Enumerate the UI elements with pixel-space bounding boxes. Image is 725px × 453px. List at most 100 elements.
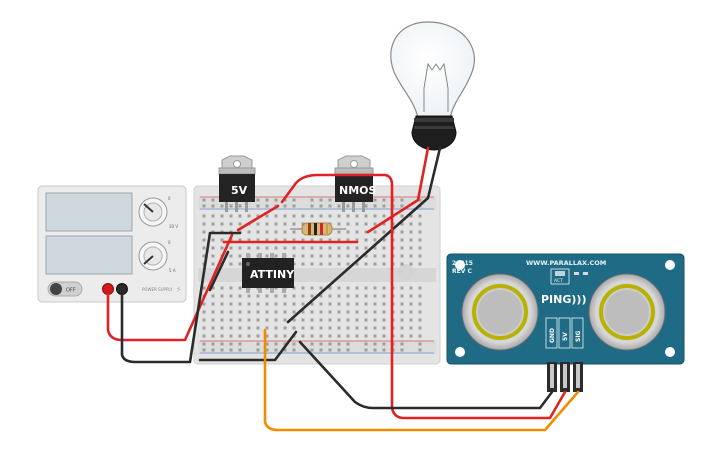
- breadboard-hole[interactable]: [283, 302, 287, 306]
- breadboard-hole[interactable]: [211, 318, 215, 322]
- breadboard-hole[interactable]: [355, 310, 359, 314]
- breadboard-hole[interactable]: [229, 262, 233, 266]
- breadboard-hole[interactable]: [202, 214, 206, 218]
- breadboard-hole[interactable]: [355, 334, 359, 338]
- breadboard-hole[interactable]: [337, 246, 341, 250]
- breadboard-hole[interactable]: [337, 238, 341, 242]
- breadboard-hole[interactable]: [364, 348, 368, 352]
- breadboard-hole[interactable]: [292, 198, 296, 202]
- breadboard-hole[interactable]: [337, 318, 341, 322]
- breadboard-hole[interactable]: [265, 294, 269, 298]
- breadboard-hole[interactable]: [373, 286, 377, 290]
- breadboard-hole[interactable]: [256, 310, 260, 314]
- breadboard-hole[interactable]: [373, 204, 377, 208]
- breadboard-hole[interactable]: [364, 262, 368, 266]
- breadboard-hole[interactable]: [364, 254, 368, 258]
- breadboard-hole[interactable]: [283, 342, 287, 346]
- breadboard-hole[interactable]: [211, 198, 215, 202]
- breadboard-hole[interactable]: [247, 302, 251, 306]
- breadboard-hole[interactable]: [256, 342, 260, 346]
- breadboard-hole[interactable]: [364, 286, 368, 290]
- breadboard-hole[interactable]: [292, 348, 296, 352]
- breadboard-hole[interactable]: [364, 326, 368, 330]
- breadboard-hole[interactable]: [220, 326, 224, 330]
- breadboard-hole[interactable]: [373, 230, 377, 234]
- breadboard-hole[interactable]: [355, 214, 359, 218]
- breadboard-hole[interactable]: [418, 198, 422, 202]
- breadboard-hole[interactable]: [310, 294, 314, 298]
- breadboard-hole[interactable]: [301, 238, 305, 242]
- breadboard-hole[interactable]: [229, 334, 233, 338]
- breadboard-hole[interactable]: [247, 214, 251, 218]
- breadboard-hole[interactable]: [418, 326, 422, 330]
- breadboard-hole[interactable]: [319, 246, 323, 250]
- breadboard-hole[interactable]: [328, 254, 332, 258]
- breadboard-hole[interactable]: [418, 310, 422, 314]
- breadboard-hole[interactable]: [265, 214, 269, 218]
- breadboard-hole[interactable]: [238, 318, 242, 322]
- breadboard-hole[interactable]: [373, 334, 377, 338]
- breadboard-hole[interactable]: [364, 342, 368, 346]
- breadboard-hole[interactable]: [283, 238, 287, 242]
- breadboard-hole[interactable]: [292, 310, 296, 314]
- breadboard-hole[interactable]: [265, 302, 269, 306]
- breadboard-hole[interactable]: [337, 348, 341, 352]
- breadboard-hole[interactable]: [301, 334, 305, 338]
- breadboard-hole[interactable]: [301, 214, 305, 218]
- breadboard-hole[interactable]: [418, 302, 422, 306]
- breadboard-hole[interactable]: [400, 294, 404, 298]
- breadboard-hole[interactable]: [319, 204, 323, 208]
- breadboard-hole[interactable]: [382, 310, 386, 314]
- breadboard-hole[interactable]: [346, 222, 350, 226]
- breadboard-hole[interactable]: [247, 334, 251, 338]
- breadboard-hole[interactable]: [310, 310, 314, 314]
- breadboard-hole[interactable]: [346, 342, 350, 346]
- breadboard-hole[interactable]: [256, 238, 260, 242]
- breadboard-hole[interactable]: [256, 198, 260, 202]
- breadboard-hole[interactable]: [328, 286, 332, 290]
- breadboard-hole[interactable]: [418, 222, 422, 226]
- breadboard-hole[interactable]: [202, 204, 206, 208]
- breadboard-hole[interactable]: [202, 334, 206, 338]
- breadboard-hole[interactable]: [220, 342, 224, 346]
- breadboard-hole[interactable]: [328, 238, 332, 242]
- breadboard-hole[interactable]: [202, 302, 206, 306]
- wire-psu-negative[interactable]: [120, 231, 242, 364]
- breadboard-hole[interactable]: [328, 204, 332, 208]
- breadboard-hole[interactable]: [202, 342, 206, 346]
- breadboard-hole[interactable]: [373, 238, 377, 242]
- breadboard-hole[interactable]: [382, 348, 386, 352]
- breadboard-hole[interactable]: [283, 246, 287, 250]
- breadboard-hole[interactable]: [211, 302, 215, 306]
- breadboard-hole[interactable]: [310, 302, 314, 306]
- breadboard-hole[interactable]: [364, 334, 368, 338]
- breadboard-hole[interactable]: [283, 334, 287, 338]
- breadboard-hole[interactable]: [400, 310, 404, 314]
- breadboard-hole[interactable]: [211, 262, 215, 266]
- breadboard-hole[interactable]: [211, 310, 215, 314]
- breadboard-hole[interactable]: [364, 204, 368, 208]
- breadboard-hole[interactable]: [373, 246, 377, 250]
- breadboard-hole[interactable]: [211, 254, 215, 258]
- breadboard-hole[interactable]: [310, 262, 314, 266]
- breadboard-hole[interactable]: [256, 294, 260, 298]
- breadboard-hole[interactable]: [256, 230, 260, 234]
- breadboard-hole[interactable]: [400, 230, 404, 234]
- breadboard-hole[interactable]: [211, 326, 215, 330]
- breadboard-hole[interactable]: [346, 326, 350, 330]
- breadboard-hole[interactable]: [238, 254, 242, 258]
- breadboard-hole[interactable]: [409, 254, 413, 258]
- breadboard-hole[interactable]: [301, 294, 305, 298]
- breadboard-hole[interactable]: [409, 310, 413, 314]
- breadboard-hole[interactable]: [229, 294, 233, 298]
- breadboard-hole[interactable]: [292, 342, 296, 346]
- breadboard-hole[interactable]: [328, 326, 332, 330]
- breadboard-hole[interactable]: [364, 222, 368, 226]
- current-knob[interactable]: [138, 241, 168, 271]
- breadboard-hole[interactable]: [247, 310, 251, 314]
- breadboard-hole[interactable]: [400, 204, 404, 208]
- power-switch[interactable]: OFF: [47, 281, 83, 297]
- breadboard-hole[interactable]: [247, 238, 251, 242]
- breadboard-hole[interactable]: [382, 302, 386, 306]
- breadboard-hole[interactable]: [382, 286, 386, 290]
